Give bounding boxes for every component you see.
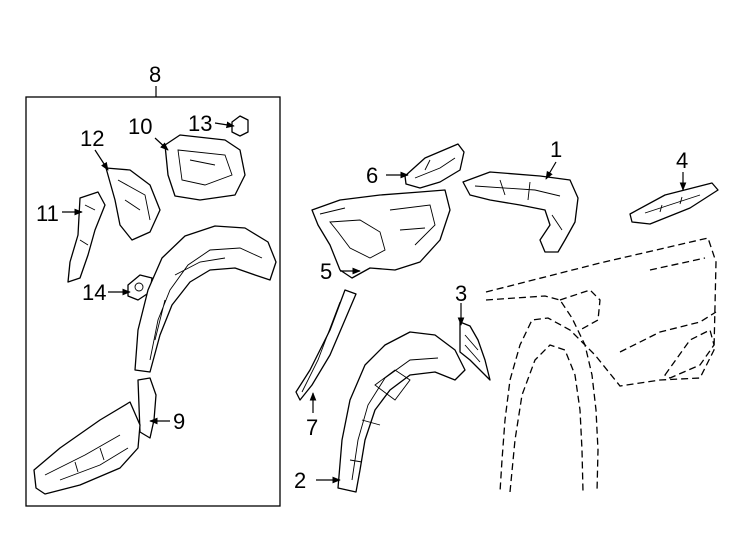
lower-rail <box>33 401 141 495</box>
part-12 <box>105 167 161 241</box>
part-13 <box>231 115 249 137</box>
group-8-box <box>25 96 281 507</box>
part-2 <box>337 331 466 493</box>
part-5 <box>311 189 451 279</box>
callout-3: 3 <box>455 281 467 306</box>
callout-6: 6 <box>366 163 378 188</box>
callout-11: 11 <box>36 201 59 226</box>
callout-8: 8 <box>149 62 161 87</box>
callout-10: 10 <box>128 114 152 139</box>
part-6 <box>404 143 465 189</box>
callout-2: 2 <box>294 468 306 493</box>
quarter-panel-outline <box>485 237 717 493</box>
part-4 <box>629 182 719 225</box>
callout-4: 4 <box>676 148 688 173</box>
callout-1: 1 <box>550 137 562 162</box>
inner-wheelhouse <box>134 225 277 373</box>
part-9 <box>137 377 157 439</box>
part-3 <box>459 321 491 381</box>
callout-9: 9 <box>173 409 185 434</box>
part-10 <box>164 134 246 201</box>
callout-5: 5 <box>320 259 332 284</box>
leaders <box>62 121 687 484</box>
callout-12: 12 <box>80 126 104 151</box>
callout-7: 7 <box>306 415 318 440</box>
callout-14: 14 <box>82 280 106 305</box>
part-11 <box>67 191 106 283</box>
callout-13: 13 <box>188 111 212 136</box>
part-1 <box>462 171 579 253</box>
part-7 <box>295 289 357 401</box>
